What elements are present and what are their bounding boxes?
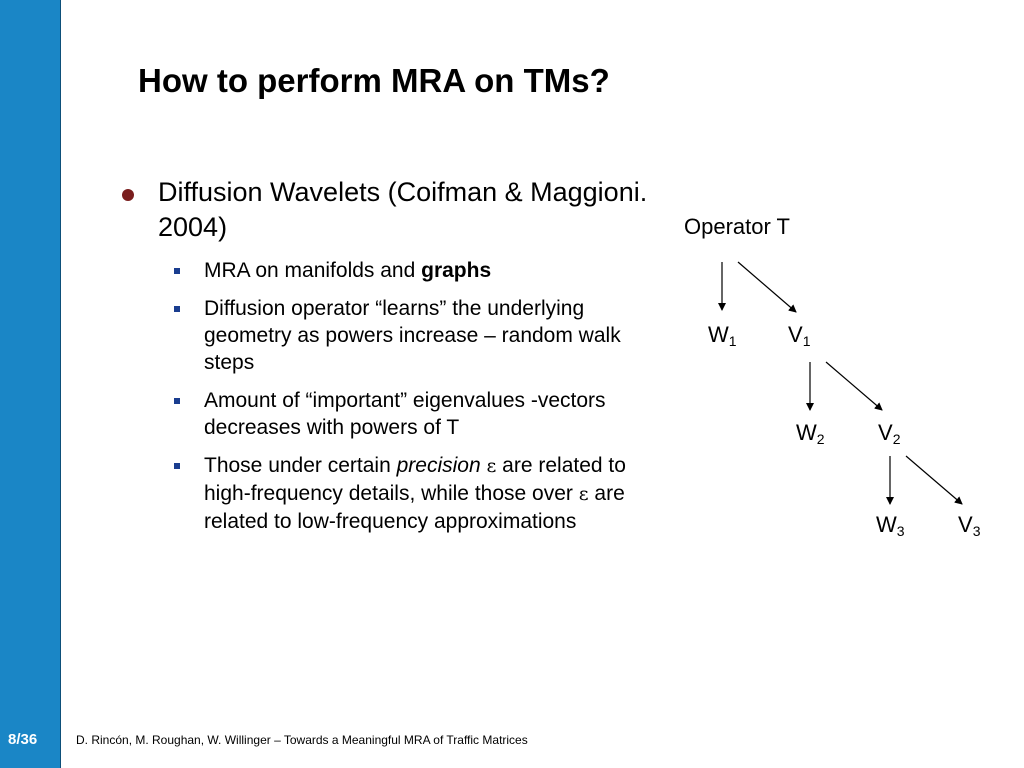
sub-bullet-1: MRA on manifolds and graphs — [170, 257, 660, 284]
v2-label: V2 — [878, 420, 901, 447]
epsilon-symbol: ε — [486, 455, 497, 477]
arrow-t-v1 — [737, 261, 797, 313]
sub-bullet-list: MRA on manifolds and graphs Diffusion op… — [120, 257, 660, 535]
bullet-square-icon — [174, 398, 180, 404]
sub-bullet-3-text: Amount of “important” eigenvalues -vecto… — [204, 389, 606, 439]
sub-bullet-4-italic: precision — [396, 454, 481, 477]
bullet-main: Diffusion Wavelets (Coifman & Maggioni. … — [120, 175, 660, 245]
sub-bullet-1-bold: graphs — [421, 259, 492, 282]
w1-label: W1 — [708, 322, 737, 349]
bullet-dot-icon — [122, 189, 134, 201]
diagram-arrows — [718, 261, 963, 505]
bullet-list: Diffusion Wavelets (Coifman & Maggioni. … — [120, 175, 660, 546]
sub-bullet-4-part2: are related to high-frequency details, w… — [204, 454, 626, 505]
bullet-square-icon — [174, 268, 180, 274]
epsilon-symbol: ε — [578, 483, 589, 505]
bullet-main-text: Diffusion Wavelets (Coifman & Maggioni. … — [158, 177, 648, 242]
bullet-square-icon — [174, 463, 180, 469]
arrow-v2-v3 — [905, 455, 963, 505]
w2-label: W2 — [796, 420, 825, 447]
footer-citation: D. Rincón, M. Roughan, W. Willinger – To… — [76, 733, 528, 747]
page-number: 8/36 — [8, 731, 38, 748]
v3-label: V3 — [958, 512, 981, 539]
sub-bullet-2: Diffusion operator “learns” the underlyi… — [170, 295, 660, 376]
v1-label: V1 — [788, 322, 811, 349]
wavelet-tree-diagram: Operator T W1 V1 W2 V2 W3 V3 — [660, 200, 1020, 560]
w3-label: W3 — [876, 512, 905, 539]
bullet-square-icon — [174, 306, 180, 312]
sub-bullet-2-text: Diffusion operator “learns” the underlyi… — [204, 297, 621, 374]
sub-bullet-4-part3: are related to low-frequency approximati… — [204, 482, 625, 533]
sub-bullet-1-text: MRA on manifolds and — [204, 259, 422, 282]
sidebar-bar: 8/36 — [0, 0, 61, 768]
operator-t-label: Operator T — [684, 214, 790, 239]
sub-bullet-4: Those under certain precision ε are rela… — [170, 452, 660, 535]
arrow-v1-v2 — [825, 361, 883, 411]
sub-bullet-4-part1: Those under certain — [204, 454, 397, 477]
sub-bullet-3: Amount of “important” eigenvalues -vecto… — [170, 387, 660, 441]
slide-title: How to perform MRA on TMs? — [138, 62, 610, 99]
